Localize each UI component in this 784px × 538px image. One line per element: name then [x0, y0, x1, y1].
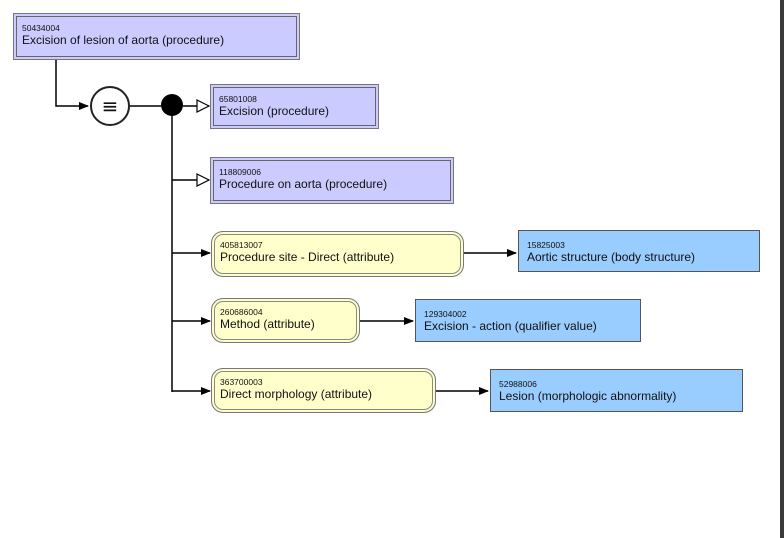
value-concept-label: Lesion (morphologic abnormality) — [499, 389, 677, 403]
focus-concept-label: Excision of lesion of aorta (procedure) — [22, 33, 225, 47]
parent-concept-box-2[interactable]: 118809006 Procedure on aorta (procedure) — [210, 157, 454, 204]
attribute-code: 405813007 — [220, 240, 263, 250]
parent-concept-code: 65801008 — [219, 94, 257, 104]
value-concept-label: Excision - action (qualifier value) — [424, 319, 597, 333]
conjunction-dot — [161, 94, 183, 116]
value-concept-code: 129304002 — [424, 309, 467, 319]
attribute-code: 363700003 — [220, 377, 263, 387]
attribute-box-3[interactable]: 363700003 Direct morphology (attribute) — [211, 368, 436, 413]
value-concept-code: 52988006 — [499, 379, 537, 389]
value-concept-box-1[interactable]: 15825003 Aortic structure (body structur… — [518, 230, 760, 272]
value-concept-code: 15825003 — [527, 240, 565, 250]
window-edge — [780, 0, 784, 538]
parent-concept-code: 118809006 — [219, 167, 261, 177]
attribute-label: Method (attribute) — [220, 317, 315, 331]
attribute-label: Direct morphology (attribute) — [220, 387, 373, 401]
attribute-code: 260686004 — [220, 307, 263, 317]
parent-concept-label: Excision (procedure) — [219, 104, 330, 118]
equivalence-icon: ≡ — [90, 86, 130, 126]
parent-concept-label: Procedure on aorta (procedure) — [219, 177, 388, 191]
focus-concept-code: 50434004 — [22, 23, 60, 33]
focus-concept-box[interactable]: 50434004 Excision of lesion of aorta (pr… — [13, 13, 300, 60]
value-concept-box-3[interactable]: 52988006 Lesion (morphologic abnormality… — [490, 369, 743, 412]
value-concept-label: Aortic structure (body structure) — [527, 250, 696, 264]
value-concept-box-2[interactable]: 129304002 Excision - action (qualifier v… — [415, 299, 641, 342]
attribute-box-2[interactable]: 260686004 Method (attribute) — [211, 298, 360, 343]
attribute-box-1[interactable]: 405813007 Procedure site - Direct (attri… — [211, 231, 464, 277]
focus-to-operator-line — [55, 60, 89, 110]
attribute-label: Procedure site - Direct (attribute) — [220, 250, 395, 264]
parent-concept-box-1[interactable]: 65801008 Excision (procedure) — [210, 84, 379, 129]
